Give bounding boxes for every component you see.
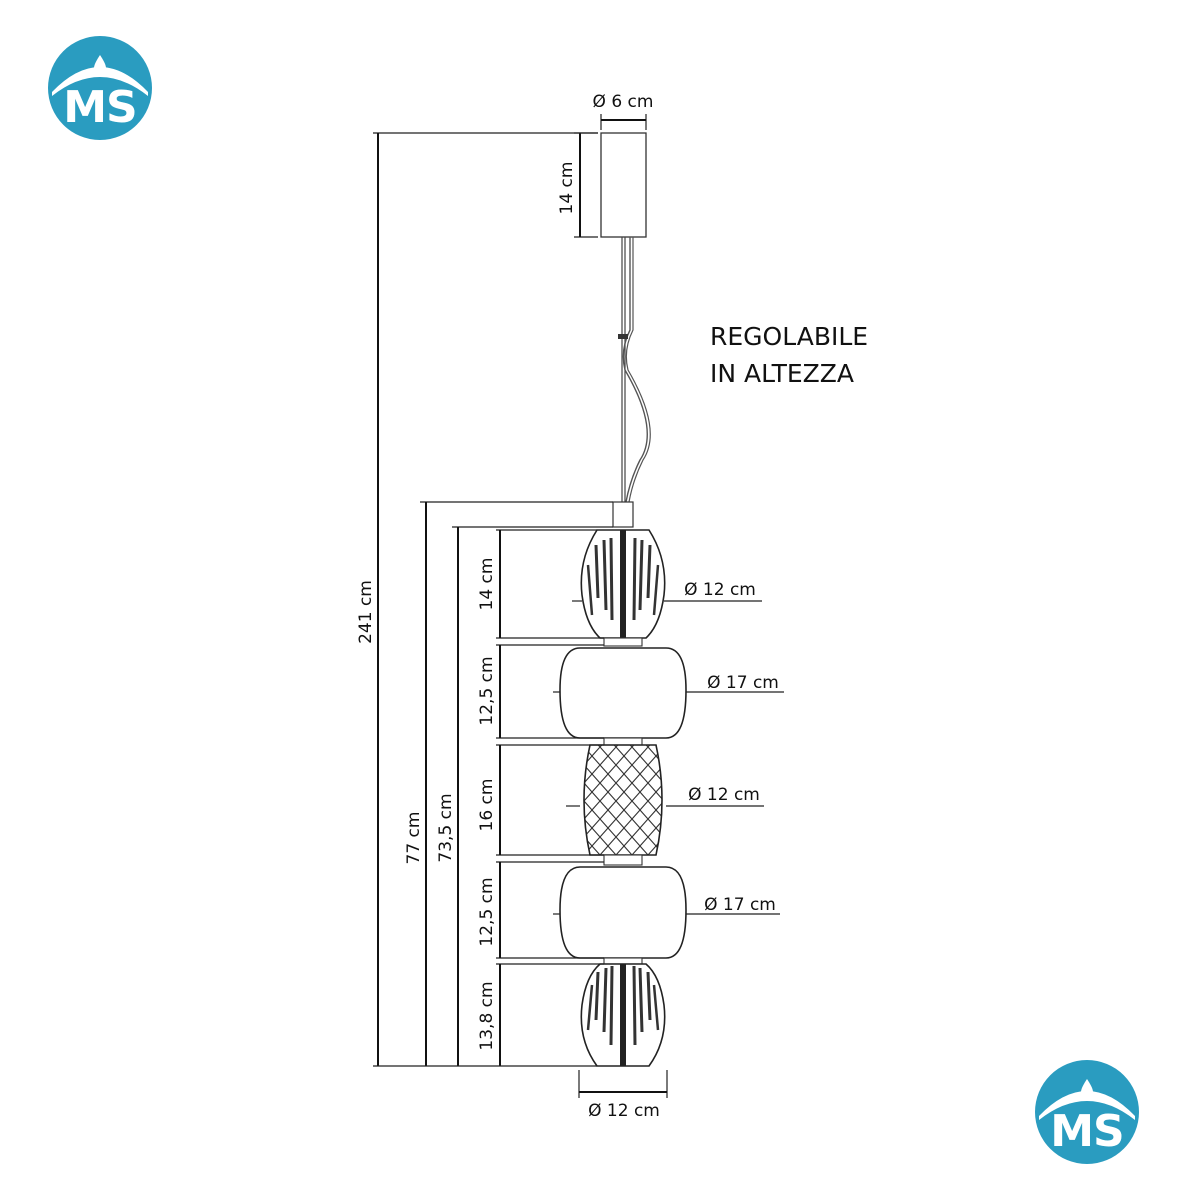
shade-5-ribbed [580,963,666,1067]
shade-2-height-label: 12,5 cm [477,656,497,725]
total-height-label: 241 cm [356,580,376,644]
bottom-diameter-label: Ø 12 cm [588,1101,660,1121]
water-drop-icon [94,55,106,74]
ms-logo-top-left: MS [48,36,152,140]
shade-4-opal [553,866,780,959]
dimension-lines-left [373,132,613,1067]
shade-5-height-label: 13,8 cm [477,981,497,1050]
canopy-diameter-label: Ø 6 cm [593,92,654,112]
shade-4-diameter-label: Ø 17 cm [704,895,776,915]
shade-3-diameter-label: Ø 12 cm [688,785,760,805]
adjustable-note-line2: IN ALTEZZA [710,359,854,388]
shade-4-height-label: 12,5 cm [477,877,497,946]
shade-1-diameter-label: Ø 12 cm [684,580,756,600]
ms-logo-bottom-right: MS [1035,1060,1139,1164]
shade-3-height-label: 16 cm [477,779,497,832]
adjustable-note-line1: REGOLABILE [710,322,868,351]
water-drop-icon [1081,1079,1093,1098]
logo-text: MS [63,82,136,133]
suspension-cable [618,237,651,503]
shade-2-opal [553,647,784,739]
body-height-label: 77 cm [404,812,424,865]
shade-1-ribbed [572,529,762,639]
canopy-height-label: 14 cm [557,162,577,215]
shades-height-label: 73,5 cm [436,793,456,862]
shade-2-diameter-label: Ø 17 cm [707,673,779,693]
logo-text: MS [1050,1106,1123,1157]
top-stem [612,501,634,528]
shade-3-lattice [566,744,764,856]
ceiling-canopy [600,132,647,238]
shade-1-height-label: 14 cm [477,558,497,611]
